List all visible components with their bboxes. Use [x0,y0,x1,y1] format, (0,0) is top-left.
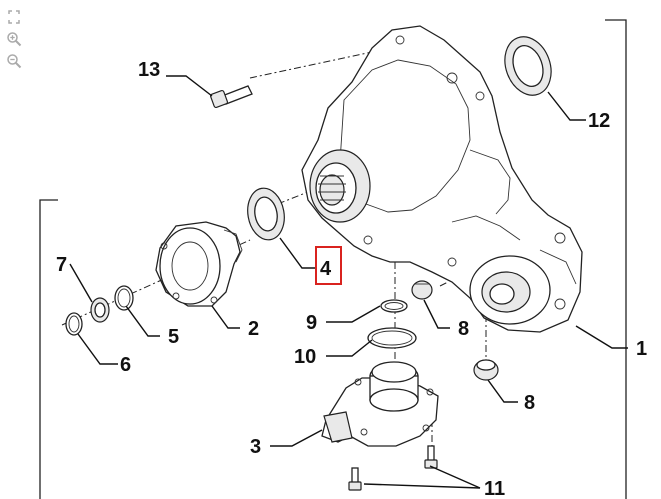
drain-plug-upper [411,280,433,300]
callout-1[interactable]: 1 [636,338,647,360]
o-ring-large [367,327,417,349]
callout-8-upper[interactable]: 8 [458,318,469,340]
zoom-out-button[interactable] [5,52,23,70]
housing-bolt [209,85,253,109]
callout-8-lower[interactable]: 8 [524,392,535,414]
callout-9[interactable]: 9 [306,312,317,334]
output-seal-ring [504,36,552,96]
actuator-bolts [348,445,438,491]
callout-7[interactable]: 7 [56,254,67,276]
callout-12[interactable]: 12 [588,110,610,132]
callout-6[interactable]: 6 [120,354,131,376]
callout-11[interactable]: 11 [484,478,505,499]
drain-plug-lower [473,359,499,381]
callout-4[interactable]: 4 [320,258,332,280]
fullscreen-icon [8,10,20,24]
zoom-in-button[interactable] [5,30,23,48]
fullscreen-button[interactable] [5,8,23,26]
small-rings [65,285,134,336]
callout-highlight-box [315,246,342,285]
zoom-out-icon [7,54,22,69]
viewer-toolbar [4,8,24,70]
callout-3[interactable]: 3 [250,436,261,458]
front-cover [155,221,243,307]
actuator-motor [321,361,439,447]
assembly-frame [39,19,627,499]
callout-labels: 13 12 7 4 2 5 9 8 1 6 10 8 3 11 [56,59,647,499]
callout-10[interactable]: 10 [294,346,316,368]
o-ring-small [380,299,408,313]
callout-2[interactable]: 2 [248,318,259,340]
zoom-in-icon [7,32,22,47]
callout-13[interactable]: 13 [138,59,160,81]
callout-5[interactable]: 5 [168,326,179,348]
leader-lines [69,75,628,489]
transfer-case-housing [301,25,583,333]
shaft-seal [247,187,285,241]
